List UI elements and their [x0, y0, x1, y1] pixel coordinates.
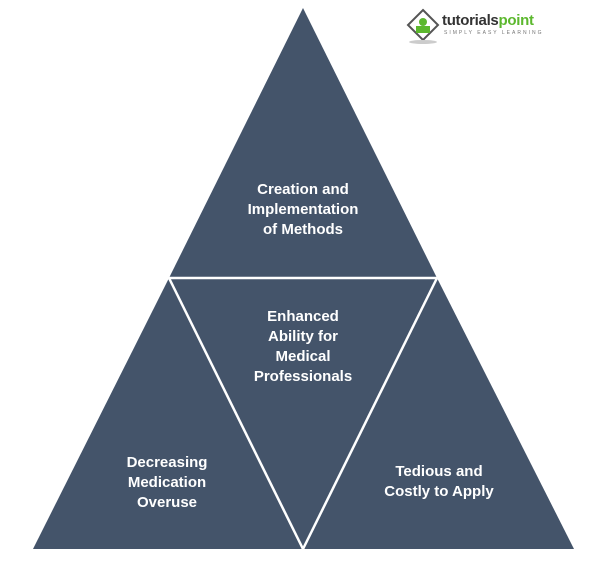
dividers — [167, 276, 439, 550]
tutorialspoint-logo: tutorialspoint SIMPLY EASY LEARNING — [406, 8, 556, 48]
label-top: Creation and Implementation of Methods — [247, 181, 359, 238]
logo-icon — [406, 8, 440, 44]
segment-center — [169, 278, 437, 549]
label-left: Decreasing Medication Overuse — [126, 454, 208, 511]
logo-name-1: tutorials — [442, 12, 499, 29]
segment-left — [33, 278, 303, 549]
segment-top — [169, 8, 437, 278]
logo-tagline: SIMPLY EASY LEARNING — [444, 30, 544, 36]
label-center: Enhanced Ability for Medical Professiona… — [253, 308, 353, 385]
label-right: Tedious and Costly to Apply — [384, 463, 494, 500]
logo-name-2: point — [498, 12, 534, 29]
segment-right — [303, 278, 574, 549]
